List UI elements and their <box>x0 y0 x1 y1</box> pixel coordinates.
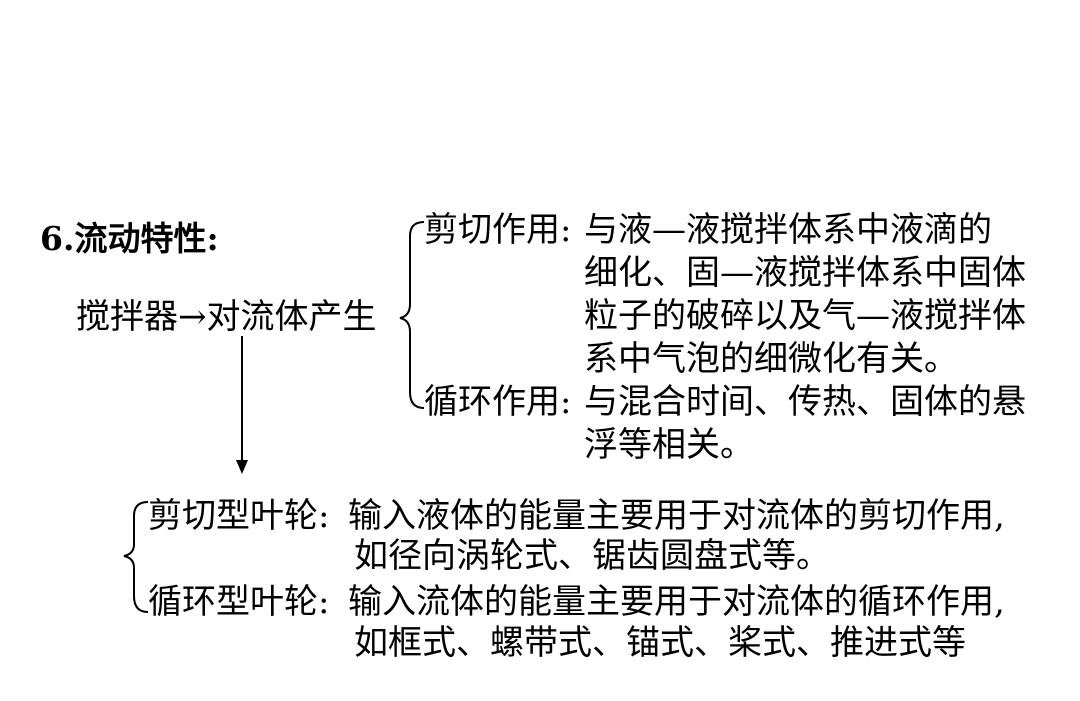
impeller-circulation-line-2: 如框式、螺带式、锚式、桨式、推进式等 <box>354 623 966 663</box>
impeller-circulation-label: 循环型叶轮: <box>148 582 330 622</box>
stirrer-line: 搅拌器→对流体产生 <box>76 297 377 337</box>
impeller-shear-line-2: 如径向涡轮式、锯齿圆盘式等。 <box>354 536 830 576</box>
effect-circulation-label: 循环作用: <box>424 382 572 422</box>
effect-shear-line-3: 粒子的破碎以及气—液搅拌体 <box>584 296 1026 336</box>
upper-brace <box>399 221 425 409</box>
impeller-shear-line-1: 输入液体的能量主要用于对流体的剪切作用, <box>348 496 1005 536</box>
effect-shear-line-1: 与液—液搅拌体系中液滴的 <box>584 210 992 250</box>
effect-circulation-line-1: 与混合时间、传热、固体的悬 <box>584 382 1026 422</box>
effect-shear-line-2: 细化、固—液搅拌体系中固体 <box>584 253 1026 293</box>
effect-shear-line-4: 系中气泡的细微化有关。 <box>584 339 958 379</box>
section-title: 6.流动特性: <box>40 219 219 258</box>
effect-circulation-line-2: 浮等相关。 <box>584 425 754 465</box>
arrow-head-icon <box>236 460 248 474</box>
impeller-shear-label: 剪切型叶轮: <box>148 496 330 536</box>
lower-brace <box>123 501 149 613</box>
effect-shear-label: 剪切作用: <box>424 210 572 250</box>
impeller-circulation-line-1: 输入流体的能量主要用于对流体的循环作用, <box>348 582 1005 622</box>
